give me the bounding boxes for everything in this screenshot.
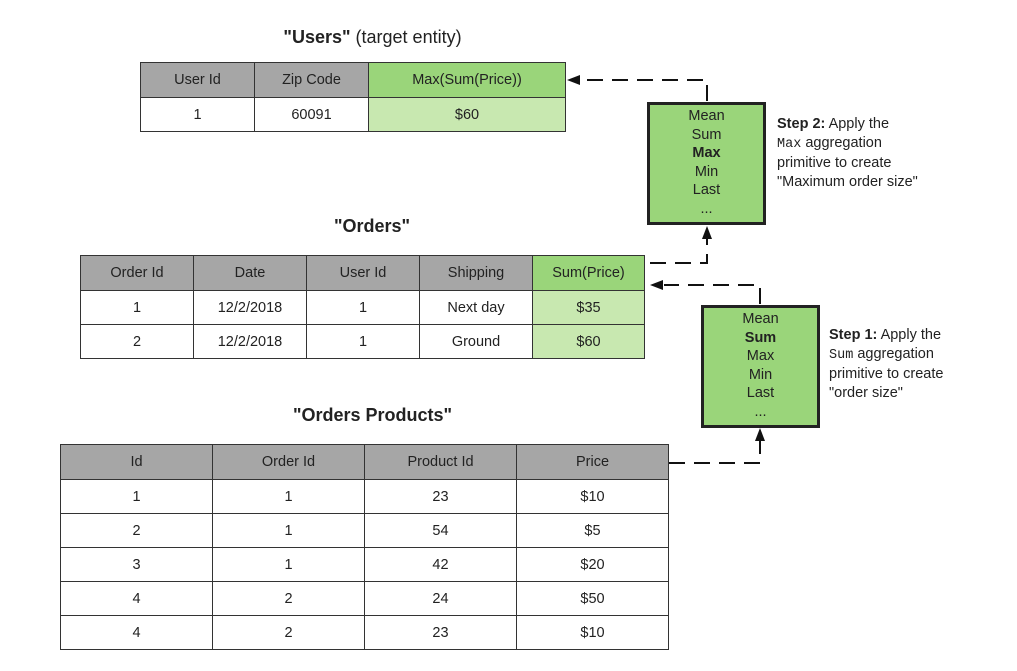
step1-text2: aggregation [853, 345, 934, 362]
users-table: User Id Zip Code Max(Sum(Price)) 1 60091… [140, 62, 566, 132]
orders-products-cell: $10 [516, 615, 669, 650]
orders-cell: 12/2/2018 [193, 324, 307, 359]
orders-products-cell: 1 [212, 479, 365, 514]
primitive-option-more: ... [700, 200, 713, 217]
step2-note-line3: primitive to create [777, 155, 892, 172]
users-title-name: "Users" [283, 27, 351, 47]
users-cell: 60091 [254, 97, 369, 132]
step1-note-line1: Step 1: Apply the [829, 326, 1009, 345]
orders-header-cell: User Id [306, 255, 420, 291]
step1-note-line3: primitive to create [829, 366, 944, 383]
primitive-option-sum-selected: Sum [744, 329, 777, 346]
users-row: 1 60091 $60 [140, 97, 566, 132]
orders-products-cell: 3 [60, 547, 213, 582]
orders-products-header-row: Id Order Id Product Id Price [60, 444, 669, 480]
orders-products-cell: 1 [212, 547, 365, 582]
primitive-option-more: ... [754, 403, 767, 420]
orders-products-header-cell: Order Id [212, 444, 365, 480]
primitive-option-sum: Sum [691, 126, 722, 143]
orders-products-cell: $10 [516, 479, 669, 514]
arrowhead-into-users [567, 75, 580, 85]
orders-products-row: 2 1 54 $5 [60, 513, 669, 548]
orders-products-row: 4 2 23 $10 [60, 615, 669, 650]
primitive-option-min: Min [748, 366, 773, 383]
users-feature-cell: $60 [368, 97, 566, 132]
users-cell: 1 [140, 97, 255, 132]
orders-products-cell: $50 [516, 581, 669, 616]
orders-row: 1 12/2/2018 1 Next day $35 [80, 290, 645, 325]
orders-products-cell: 54 [364, 513, 517, 548]
orders-header-row: Order Id Date User Id Shipping Sum(Price… [80, 255, 645, 291]
step2-text2: aggregation [801, 134, 882, 151]
users-feature-header-cell: Max(Sum(Price)) [368, 62, 566, 98]
orders-table: Order Id Date User Id Shipping Sum(Price… [80, 255, 645, 359]
step1-note: Step 1: Apply the Sum aggregation primit… [829, 326, 1009, 402]
connector-orders-products-to-step1 [669, 440, 761, 464]
connector-step1-to-orders [664, 284, 761, 304]
primitive-option-last: Last [746, 385, 775, 402]
users-header-cell: Zip Code [254, 62, 369, 98]
step1-primitives-box: Mean Sum Max Min Last ... [701, 305, 820, 428]
connector-orders-to-step2 [650, 238, 708, 264]
arrowhead-into-orders [650, 280, 663, 290]
orders-cell: 12/2/2018 [193, 290, 307, 325]
step2-text1: Apply the [825, 116, 890, 132]
step1-code: Sum [829, 347, 854, 363]
step1-note-line4: "order size" [829, 384, 903, 401]
step2-code: Max [777, 136, 802, 152]
orders-feature-header-cell: Sum(Price) [532, 255, 645, 291]
step1-note-line2: Sum aggregation [829, 345, 1009, 366]
step1-label: Step 1: [829, 327, 878, 343]
orders-feature-cell: $35 [532, 290, 645, 325]
orders-feature-cell: $60 [532, 324, 645, 359]
orders-products-title-name: "Orders Products" [292, 405, 453, 425]
orders-products-header-cell: Id [60, 444, 213, 480]
users-header-row: User Id Zip Code Max(Sum(Price)) [140, 62, 566, 98]
orders-products-cell: 2 [212, 615, 365, 650]
primitive-option-min: Min [694, 163, 719, 180]
orders-header-cell: Date [193, 255, 307, 291]
orders-header-cell: Order Id [80, 255, 194, 291]
orders-cell: 2 [80, 324, 194, 359]
users-title-suffix: (target entity) [350, 27, 462, 47]
orders-title-name: "Orders" [333, 216, 411, 236]
step2-primitives-box: Mean Sum Max Min Last ... [647, 102, 766, 225]
arrowhead-into-step2 [702, 226, 712, 239]
orders-cell: Next day [419, 290, 533, 325]
primitive-option-last: Last [692, 182, 721, 199]
primitive-option-mean: Mean [742, 311, 779, 327]
orders-products-header-cell: Product Id [364, 444, 517, 480]
primitive-option-max: Max [746, 348, 775, 365]
orders-table-title: "Orders" [272, 216, 472, 237]
step2-note-line4: "Maximum order size" [777, 173, 918, 190]
orders-products-table: Id Order Id Product Id Price 1 1 23 $10 … [60, 444, 669, 650]
step2-note-line2: Max aggregation [777, 134, 977, 155]
orders-header-cell: Shipping [419, 255, 533, 291]
users-header-cell: User Id [140, 62, 255, 98]
arrowhead-into-step1 [755, 428, 765, 441]
step2-note: Step 2: Apply the Max aggregation primit… [777, 115, 977, 191]
step2-note-line1: Step 2: Apply the [777, 115, 977, 134]
primitive-option-mean: Mean [688, 108, 725, 124]
users-table-title: "Users" (target entity) [240, 27, 505, 48]
orders-cell: 1 [306, 324, 420, 359]
orders-products-table-title: "Orders Products" [250, 405, 495, 426]
step2-label: Step 2: [777, 116, 826, 132]
connector-step2-to-users [580, 79, 708, 101]
orders-cell: Ground [419, 324, 533, 359]
orders-products-cell: 23 [364, 615, 517, 650]
primitive-option-max-selected: Max [692, 145, 721, 162]
orders-row: 2 12/2/2018 1 Ground $60 [80, 324, 645, 359]
step1-text1: Apply the [877, 327, 942, 343]
